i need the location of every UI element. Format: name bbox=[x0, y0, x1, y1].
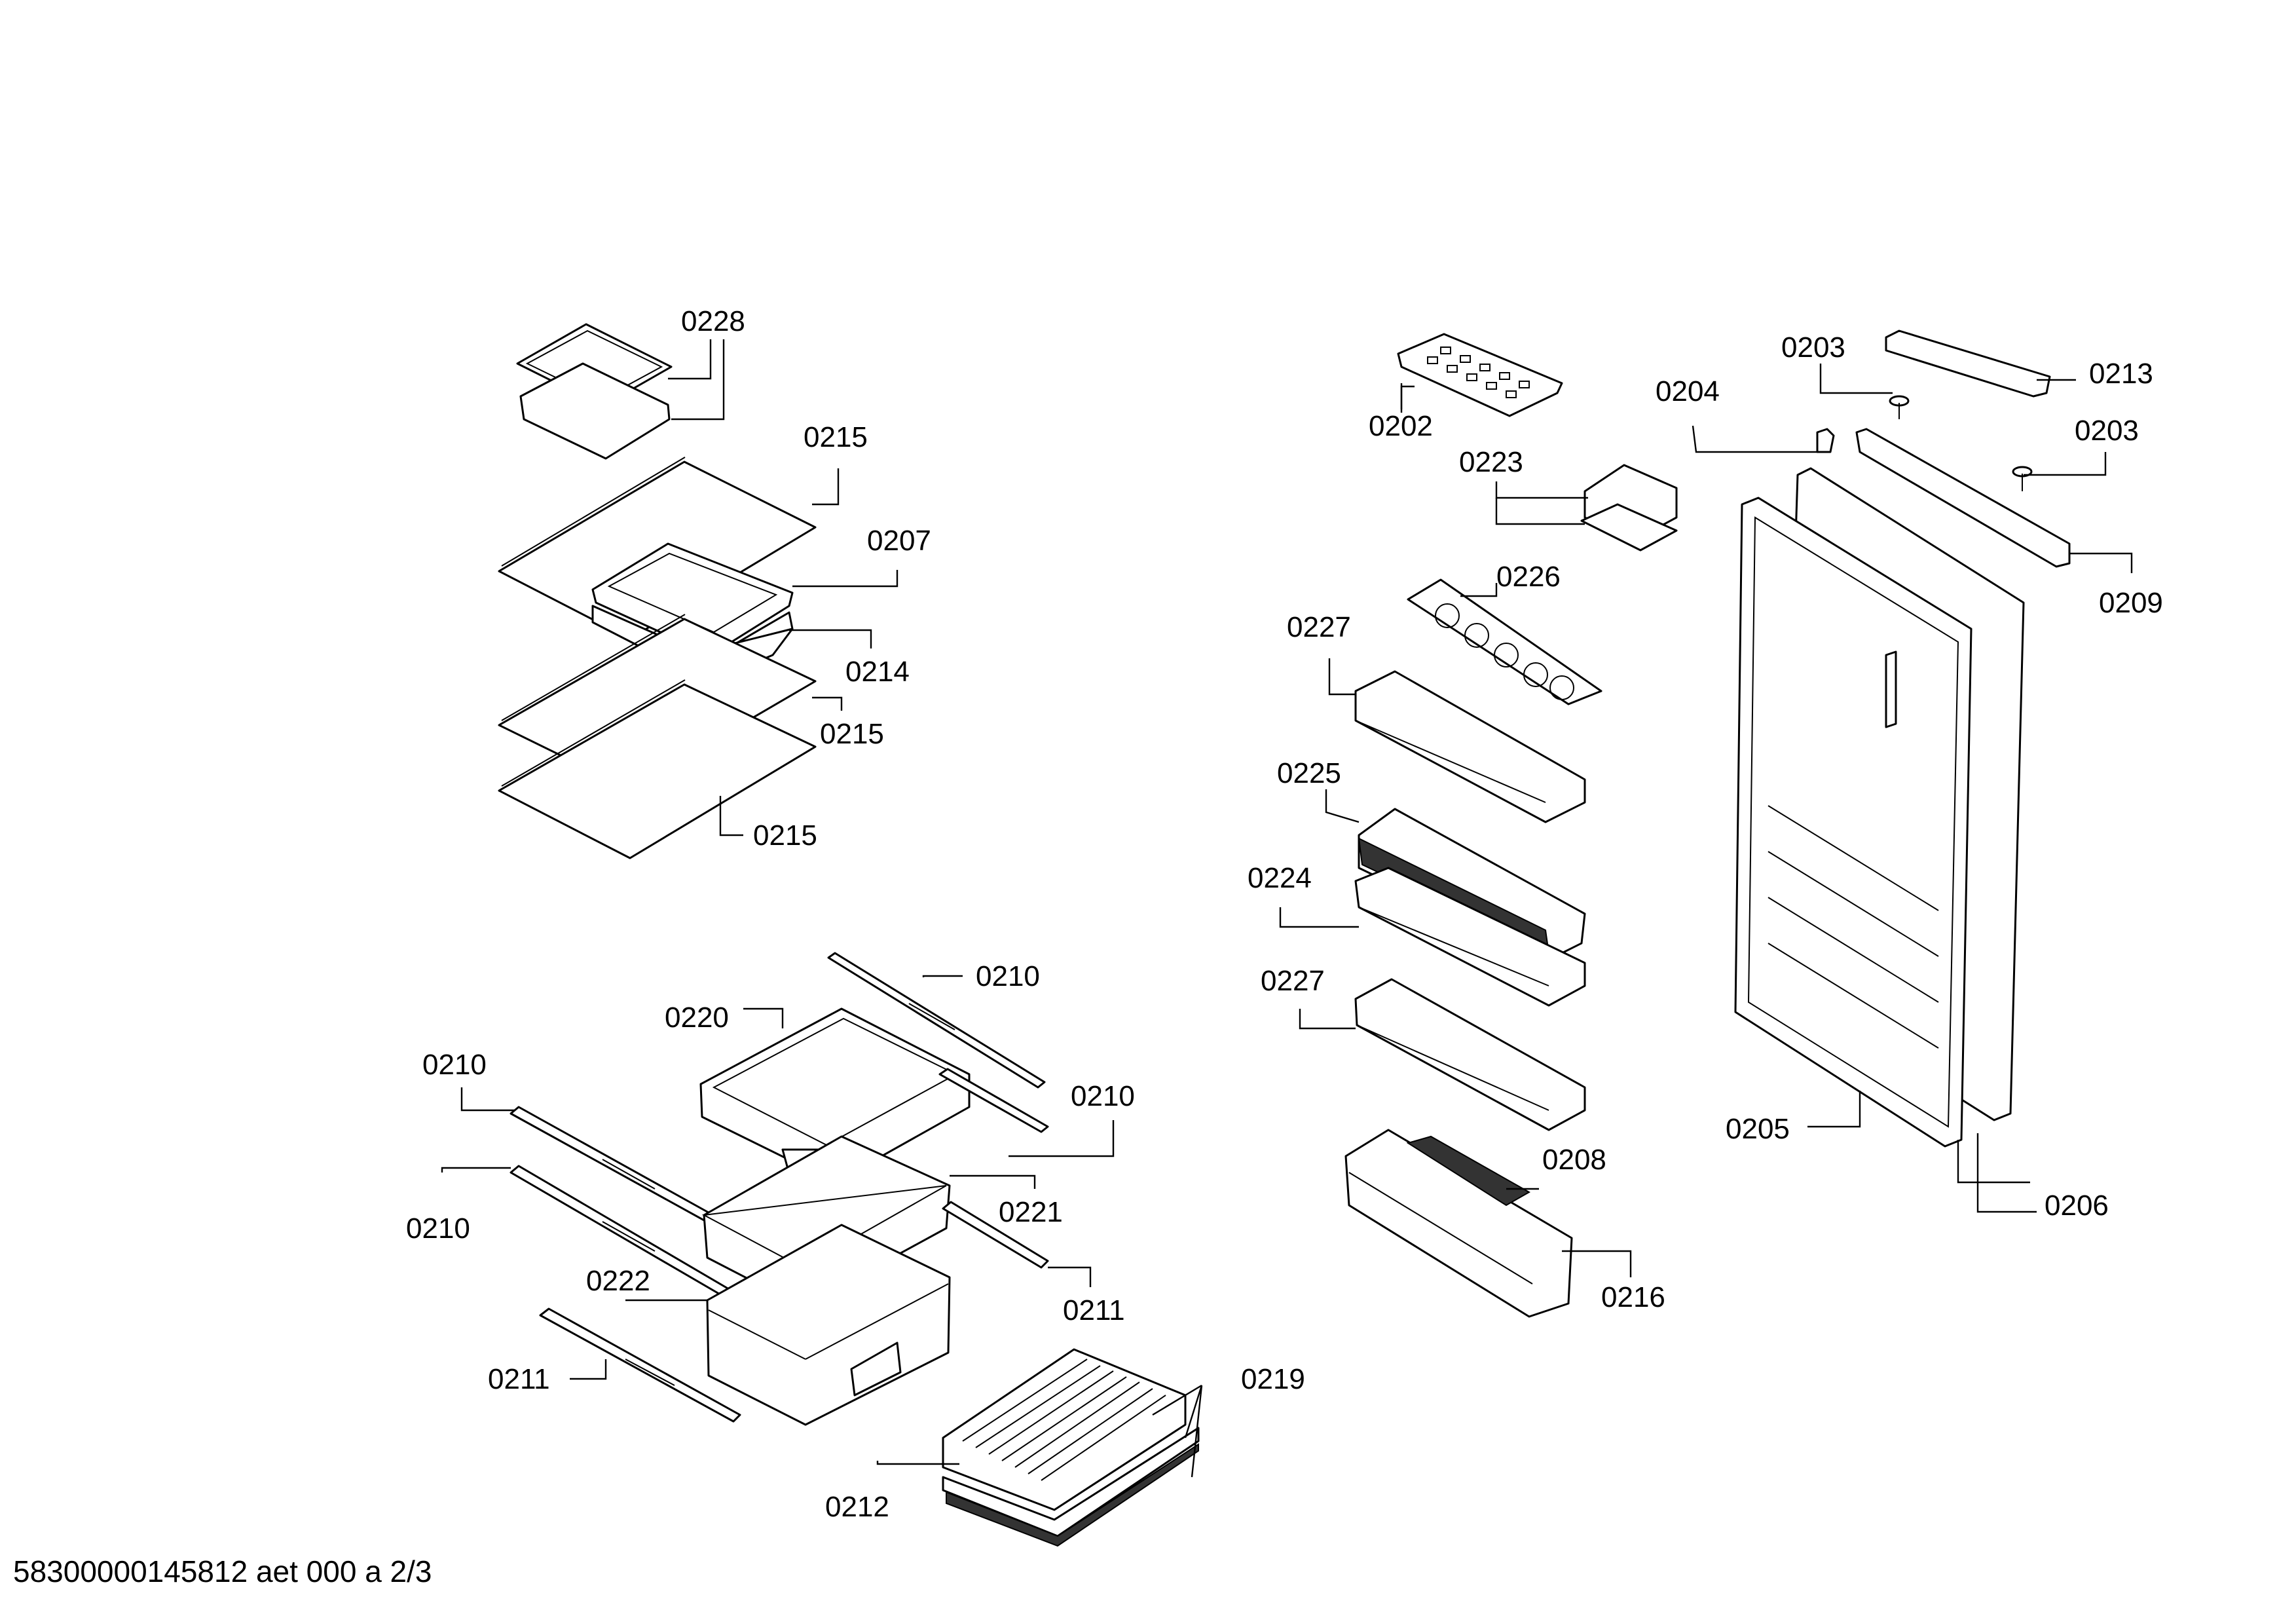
label-0209: 0209 bbox=[2099, 587, 2163, 619]
label-0223: 0223 bbox=[1459, 446, 1523, 478]
label-0221: 0221 bbox=[999, 1196, 1063, 1228]
label-0212: 0212 bbox=[825, 1491, 889, 1523]
label-0215-top: 0215 bbox=[804, 421, 868, 453]
label-0208: 0208 bbox=[1542, 1144, 1606, 1176]
part-labels: 0228 0215 0207 0214 0215 0215 0202 0223 … bbox=[406, 305, 2163, 1523]
part-0215-shelf-bottom bbox=[498, 683, 817, 859]
label-0205: 0205 bbox=[1726, 1113, 1790, 1145]
label-0211-right: 0211 bbox=[1063, 1294, 1125, 1326]
label-0203-right: 0203 bbox=[2075, 415, 2139, 447]
label-0202: 0202 bbox=[1369, 410, 1433, 442]
label-0204: 0204 bbox=[1656, 375, 1720, 407]
shelf-assembly bbox=[498, 323, 817, 859]
label-0210-left-top: 0210 bbox=[422, 1049, 487, 1081]
label-0206: 0206 bbox=[2045, 1190, 2109, 1222]
label-0210-right-mid: 0210 bbox=[1071, 1080, 1135, 1112]
door-dimple-pattern bbox=[1768, 805, 1939, 1049]
part-0202-ice-tray bbox=[1397, 333, 1563, 417]
label-0224: 0224 bbox=[1248, 862, 1312, 894]
label-0226: 0226 bbox=[1496, 561, 1561, 593]
label-0227-lower: 0227 bbox=[1261, 965, 1325, 997]
label-0220: 0220 bbox=[665, 1002, 729, 1034]
label-0219: 0219 bbox=[1241, 1363, 1305, 1395]
document-footer: 58300000145812 aet 000 a 2/3 bbox=[13, 1554, 432, 1588]
label-0228: 0228 bbox=[681, 305, 745, 337]
crisper-assembly bbox=[509, 952, 1200, 1547]
label-0225: 0225 bbox=[1277, 757, 1341, 789]
label-0210-left-mid: 0210 bbox=[406, 1212, 470, 1245]
label-0211-left: 0211 bbox=[488, 1363, 550, 1395]
label-0207: 0207 bbox=[867, 525, 931, 557]
label-0216: 0216 bbox=[1601, 1281, 1665, 1313]
screw-icon bbox=[1889, 395, 2033, 491]
label-0210-right-top: 0210 bbox=[976, 960, 1040, 992]
door-assembly bbox=[1734, 329, 2071, 1148]
label-0215-bottom: 0215 bbox=[753, 819, 817, 852]
door-bins bbox=[1344, 333, 1678, 1318]
label-0215-middle: 0215 bbox=[820, 718, 884, 750]
grille-pattern bbox=[962, 1359, 1166, 1481]
part-0228-tray bbox=[516, 323, 673, 460]
part-0226-egg-holder bbox=[1407, 578, 1602, 705]
label-0214: 0214 bbox=[845, 656, 910, 688]
label-0222: 0222 bbox=[586, 1265, 650, 1297]
label-0227-upper: 0227 bbox=[1287, 611, 1351, 643]
label-0213: 0213 bbox=[2089, 358, 2153, 390]
label-0203-top: 0203 bbox=[1781, 331, 1845, 364]
